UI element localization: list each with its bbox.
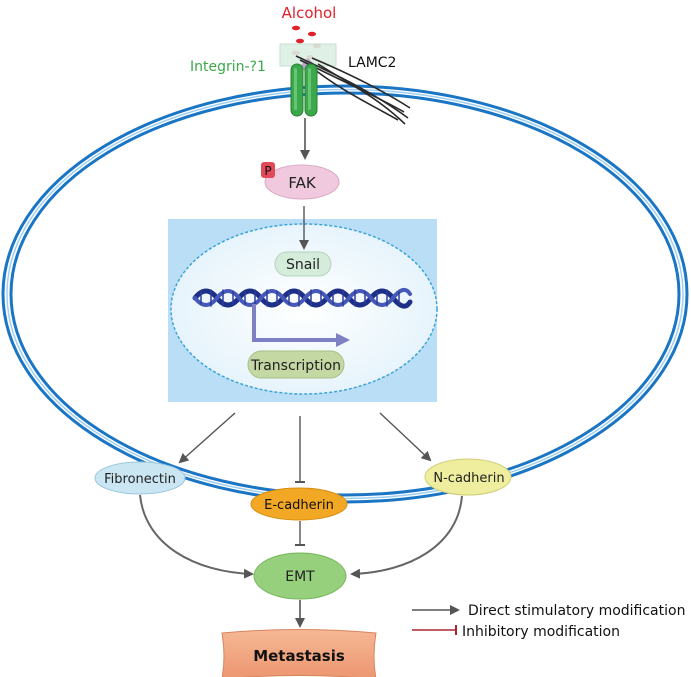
- phosphorylation-badge: P: [261, 162, 275, 178]
- arrow-fibronectin-to-emt: [139, 494, 254, 579]
- fibronectin-node: Fibronectin: [94, 461, 186, 495]
- legend-inhibitory-label: Inhibitory modification: [462, 624, 620, 640]
- dna-double-helix-icon: [192, 287, 413, 309]
- emt-label: EMT: [285, 569, 315, 585]
- arrow-to-fibronectin: [178, 412, 236, 464]
- fak-label: FAK: [288, 174, 317, 192]
- phospho-label: P: [264, 164, 271, 178]
- metastasis-label: Metastasis: [253, 647, 345, 665]
- arrow-to-n-cadherin: [379, 412, 432, 462]
- integrin-label: Integrin-?1: [190, 59, 266, 75]
- snail-label: Snail: [286, 257, 320, 273]
- transcription-node: Transcription: [247, 350, 345, 379]
- legend-stimulatory-label: Direct stimulatory modification: [468, 603, 685, 619]
- transcription-start-arrow: [252, 304, 350, 347]
- legend: Direct stimulatory modification Inhibito…: [412, 603, 685, 640]
- inhibit-e-cadherin-to-emt: [295, 521, 305, 546]
- arrow-n-cadherin-to-emt: [350, 495, 463, 579]
- n-cadherin-label: N-cadherin: [433, 471, 504, 486]
- emt-node: EMT: [253, 552, 347, 600]
- lamc2-label: LAMC2: [348, 55, 396, 71]
- fibronectin-label: Fibronectin: [104, 472, 176, 487]
- snail-node: Snail: [274, 251, 332, 277]
- e-cadherin-label: E-cadherin: [264, 498, 334, 513]
- integrin-receptor: [290, 63, 318, 117]
- e-cadherin-node: E-cadherin: [250, 487, 348, 521]
- inhibit-to-e-cadherin: [295, 416, 305, 483]
- fak-node: FAK: [264, 164, 340, 200]
- alcohol-label: Alcohol: [282, 4, 337, 22]
- metastasis-node: Metastasis: [221, 629, 377, 677]
- transcription-label: Transcription: [250, 358, 341, 374]
- lamc2-fibers: [295, 55, 411, 125]
- nucleus: [170, 223, 438, 395]
- n-cadherin-node: N-cadherin: [424, 458, 512, 496]
